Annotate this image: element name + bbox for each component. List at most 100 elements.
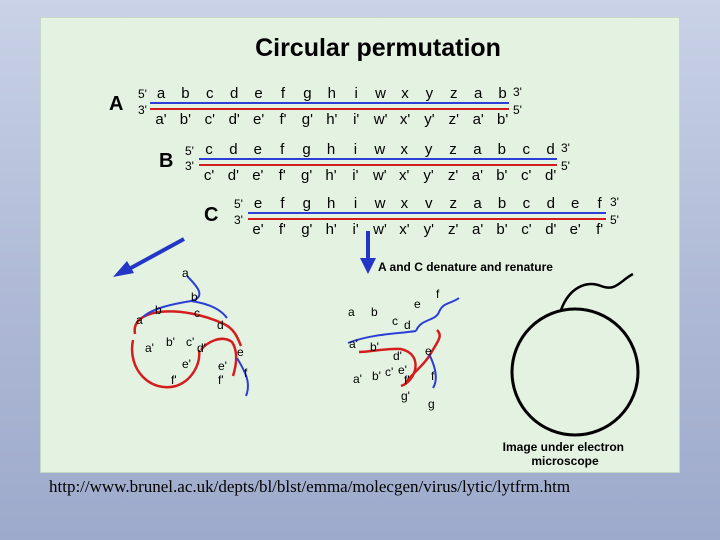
bottom-strand-letter: g' [301,221,312,238]
segment-label: e' [398,363,407,377]
segment-label: d [404,318,411,332]
top-strand-letter: c [205,141,213,158]
end-label: 5' [234,197,243,211]
bottom-strand-letter: d' [228,167,239,184]
bottom-strand-letter: x' [399,221,410,238]
segment-label: d' [197,341,206,355]
segment-label: d' [393,349,402,363]
source-url: http://www.brunel.ac.uk/depts/bl/blst/em… [49,477,571,496]
segment-label: a [182,266,189,280]
bottom-strand-letter: z' [448,221,459,238]
bottom-strand-letter: g' [301,167,312,184]
segment-label: e' [218,359,227,373]
top-strand-letter: g [303,85,311,102]
end-label: 3' [513,85,522,99]
segment-label: f [244,366,248,380]
bottom-strand-letter: e' [252,167,263,184]
top-strand-letter: i [355,85,358,102]
top-strand-letter: x [401,85,409,102]
electron-microscope-sketch: Image under electron microscope [503,272,640,468]
bottom-strand-letter: g' [302,111,313,128]
bottom-strand-letter: w' [373,111,388,128]
segment-label: a' [349,337,358,351]
top-strand-letter: b [181,85,189,102]
bottom-strand-letter: h' [326,221,337,238]
segment-label: e' [182,357,191,371]
end-label: 3' [185,159,194,173]
bottom-strand-letter: x' [400,111,411,128]
bottom-strand-letter: b' [496,221,507,238]
top-strand-letter: a [473,195,482,212]
top-strand-letter: i [354,141,357,158]
end-label: 5' [185,144,194,158]
segment-label: b' [370,340,379,354]
segment-label: a [348,305,355,319]
bottom-strand-letter: d' [545,167,556,184]
bottom-strand-letter: a' [155,111,166,128]
top-strand-letter: b [498,141,506,158]
bottom-strand-letter: b' [496,167,507,184]
segment-label: a [136,313,143,327]
segment-label: f' [171,373,177,387]
top-strand-letter: d [546,141,554,158]
bottom-strand-letter: a' [472,221,483,238]
top-strand-letter: w [374,195,386,212]
top-strand-letter: w [374,85,386,102]
top-strand-letter: a [474,85,483,102]
segment-label: e [414,297,421,311]
top-strand-letter: e [254,195,262,212]
dna-circle [510,307,640,437]
bottom-strand-letter: i' [353,111,359,128]
bottom-strand-letter: f' [279,167,286,184]
em-caption-line: microscope [531,454,599,468]
top-strand-letter: f [598,195,603,212]
top-strand-letter: c [523,195,531,212]
molecule-label: A [109,93,123,115]
bottom-strand-letter: z' [449,111,460,128]
bottom-strand-letter: x' [399,167,410,184]
end-label: 5' [610,213,619,227]
top-strand-letter: g [303,195,311,212]
top-strand-letter: v [425,195,433,212]
top-strand-letter: x [400,141,408,158]
bottom-strand-letter: h' [326,111,337,128]
heteroduplex-loop-right: a b c d e f a' b' d' e e' f' f g' g a' b… [347,287,460,411]
arrow-caption: A and C denature and renature [378,260,553,274]
top-strand-letter: a [157,85,166,102]
segment-label: b' [372,369,381,383]
bottom-strand-letter: i' [352,167,358,184]
top-strand-letter: z [449,195,457,212]
bottom-strand-letter: a' [472,167,483,184]
top-strand-letter: x [401,195,409,212]
end-label: 3' [138,103,147,117]
segment-label: f' [218,373,224,387]
bottom-strand-letter: e' [252,221,263,238]
bottom-strand-letter: y' [424,111,435,128]
end-label: 5' [513,103,522,117]
top-strand-letter: b [498,85,506,102]
segment-label: e [425,344,432,358]
top-strand-letter: d [230,85,238,102]
bottom-strand-letter: w' [372,167,387,184]
bottom-strand-letter: f' [279,111,286,128]
bottom-strand-letter: i' [352,221,358,238]
top-strand-letter: y [426,85,434,102]
bottom-strand-letter: w' [372,221,387,238]
segment-label: c [194,306,200,320]
segment-label: b' [166,335,175,349]
top-strand-letter: e [254,141,262,158]
top-strand-letter: e [254,85,262,102]
bottom-strand-letter: d' [545,221,556,238]
top-strand-letter: a [473,141,482,158]
top-strand-letter: c [522,141,530,158]
segment-label: a' [145,341,154,355]
top-strand-letter: e [571,195,579,212]
bottom-strand-letter: c' [521,221,532,238]
end-label: 3' [561,141,570,155]
segment-label: f' [404,373,410,387]
top-strand-letter: y [425,141,433,158]
top-strand-letter: w [373,141,385,158]
bottom-strand-letter: y' [424,221,435,238]
top-strand-letter: z [450,85,458,102]
